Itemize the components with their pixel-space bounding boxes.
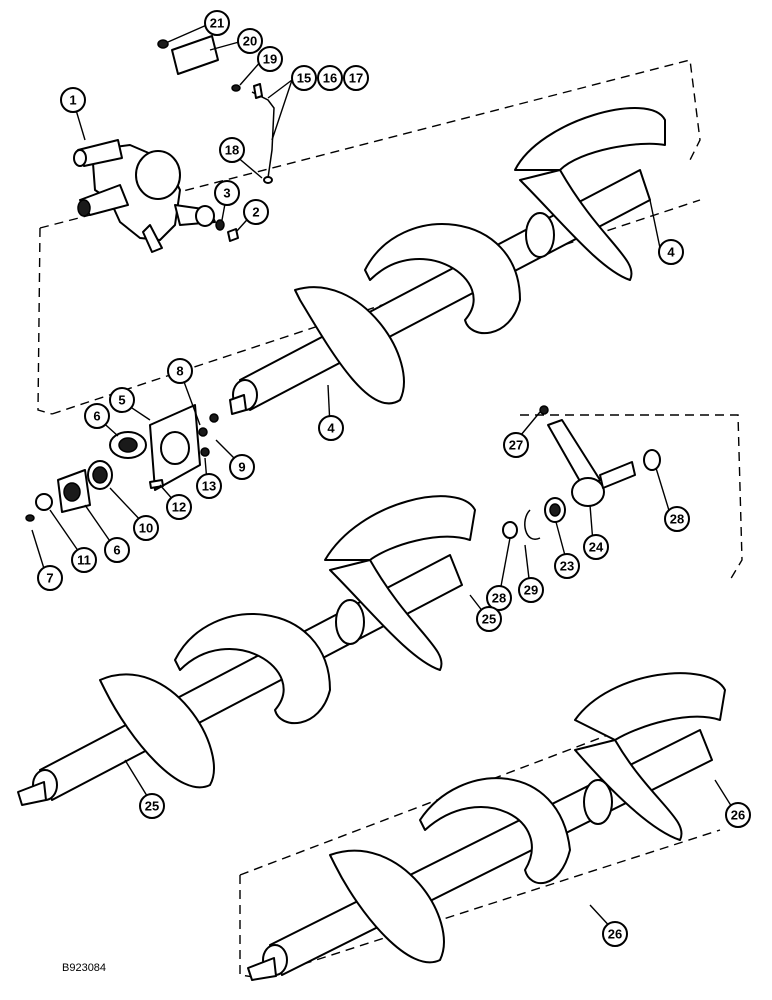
- svg-text:20: 20: [243, 34, 257, 49]
- callout-21: 21: [204, 10, 230, 36]
- gearbox-assembly: [73, 139, 216, 253]
- svg-text:7: 7: [46, 571, 53, 586]
- svg-text:15: 15: [297, 71, 311, 86]
- svg-text:26: 26: [731, 808, 745, 823]
- svg-text:11: 11: [77, 553, 91, 568]
- callout-2: 2: [243, 199, 269, 225]
- callout-23: 23: [554, 553, 580, 579]
- svg-text:3: 3: [223, 186, 230, 201]
- callout-19: 19: [257, 46, 283, 72]
- upper-auger: [229, 107, 666, 415]
- svg-text:25: 25: [482, 612, 496, 627]
- callout-18: 18: [219, 137, 245, 163]
- bearing-bracket-group: [25, 404, 219, 522]
- figure-code-label: B923084: [62, 962, 107, 974]
- callout-25-upper: 25: [476, 606, 502, 632]
- top-hardware: [157, 35, 275, 242]
- svg-text:29: 29: [524, 583, 538, 598]
- svg-text:19: 19: [263, 52, 277, 67]
- callout-28-right: 28: [664, 506, 690, 532]
- svg-text:12: 12: [172, 500, 186, 515]
- svg-text:9: 9: [238, 460, 245, 475]
- drive-arm-group: [502, 405, 661, 540]
- svg-text:16: 16: [323, 71, 337, 86]
- svg-text:28: 28: [492, 591, 506, 606]
- svg-text:4: 4: [667, 245, 675, 260]
- svg-text:26: 26: [608, 927, 622, 942]
- svg-text:4: 4: [327, 421, 335, 436]
- svg-text:17: 17: [349, 71, 363, 86]
- svg-text:27: 27: [509, 438, 523, 453]
- svg-text:28: 28: [670, 512, 684, 527]
- callout-5: 5: [109, 387, 135, 413]
- callout-27: 27: [503, 432, 529, 458]
- callout-20: 20: [237, 28, 263, 54]
- callout-6-upper: 6: [84, 403, 110, 429]
- svg-text:18: 18: [225, 143, 239, 158]
- svg-text:6: 6: [113, 543, 120, 558]
- callout-26-right: 26: [725, 802, 751, 828]
- callout-8: 8: [167, 358, 193, 384]
- callout-13: 13: [196, 473, 222, 499]
- svg-text:5: 5: [118, 393, 125, 408]
- callout-6-lower: 6: [104, 537, 130, 563]
- callout-16: 16: [317, 65, 343, 91]
- callouts: 21 20 19 15 16 17 1 18 3 2 4 4 5 6 8 9 1…: [37, 10, 751, 947]
- callout-1: 1: [60, 87, 86, 113]
- svg-text:1: 1: [69, 93, 76, 108]
- svg-text:25: 25: [145, 799, 159, 814]
- callout-25-lower: 25: [139, 793, 165, 819]
- svg-text:6: 6: [93, 409, 100, 424]
- callout-26-lower: 26: [602, 921, 628, 947]
- callout-4-lower: 4: [318, 415, 344, 441]
- callout-28-left: 28: [486, 585, 512, 611]
- shield-plate: [171, 35, 219, 75]
- svg-text:8: 8: [176, 364, 183, 379]
- middle-auger: [17, 495, 476, 806]
- svg-text:13: 13: [202, 479, 216, 494]
- callout-3: 3: [214, 180, 240, 206]
- callout-24: 24: [583, 534, 609, 560]
- svg-text:23: 23: [560, 559, 574, 574]
- callout-7: 7: [37, 565, 63, 591]
- callout-15: 15: [291, 65, 317, 91]
- callout-17: 17: [343, 65, 369, 91]
- svg-text:10: 10: [139, 521, 153, 536]
- svg-text:21: 21: [210, 16, 224, 31]
- callout-9: 9: [229, 454, 255, 480]
- callout-4-upper: 4: [658, 239, 684, 265]
- callout-12: 12: [166, 494, 192, 520]
- callout-11: 11: [71, 547, 97, 573]
- callout-10: 10: [133, 515, 159, 541]
- lower-auger: [247, 672, 726, 981]
- callout-29: 29: [518, 577, 544, 603]
- svg-text:2: 2: [252, 205, 259, 220]
- svg-text:24: 24: [589, 540, 604, 555]
